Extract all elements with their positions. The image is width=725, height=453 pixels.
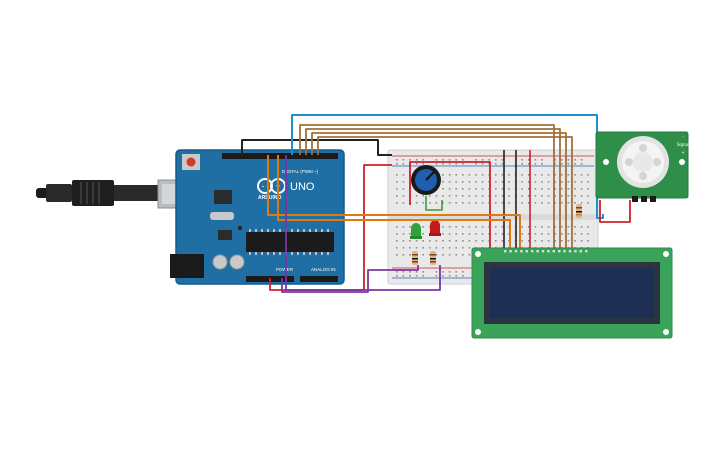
wire-lcd-d4[interactable] xyxy=(317,136,573,248)
potentiometer[interactable] xyxy=(411,165,441,195)
analog-pins-label: ANALOG IN xyxy=(311,267,336,272)
red-led[interactable] xyxy=(429,220,441,236)
wire-lcd-rs[interactable] xyxy=(267,155,521,248)
wire-pot-vcc[interactable] xyxy=(409,161,491,290)
wire-led-green[interactable] xyxy=(281,265,419,293)
power-jack[interactable] xyxy=(170,254,204,278)
pir-sensor[interactable]: - Signal + xyxy=(595,131,689,202)
resistor-2[interactable] xyxy=(430,251,436,265)
wires xyxy=(241,114,631,293)
wire-led-red[interactable] xyxy=(285,155,441,291)
lcd-screen xyxy=(490,268,654,318)
wire-lcd-en[interactable] xyxy=(277,155,511,248)
digital-pins-label: DIGITAL (PWM ~) xyxy=(282,169,319,174)
power-pins-label: POWER xyxy=(276,267,294,272)
brand-label: ARDUINO xyxy=(258,195,281,201)
arduino-uno-board[interactable]: - + UNO ARDUINO DIGITAL (PWM ~) POWER AN… xyxy=(170,149,345,285)
digital-header[interactable] xyxy=(222,153,338,159)
wire-lcd-d7[interactable] xyxy=(299,124,555,248)
wire-lcd-d6[interactable] xyxy=(305,128,561,248)
pir-pin-vcc-label: + xyxy=(681,150,684,155)
pir-pin-gnd-label: - xyxy=(682,134,684,139)
green-led[interactable] xyxy=(410,223,422,239)
svg-text:-: - xyxy=(262,182,265,191)
resistor-1[interactable] xyxy=(412,251,418,265)
wire-lcd-d5[interactable] xyxy=(311,132,567,248)
pir-pin-signal-label: Signal xyxy=(677,142,689,147)
wire-pir-vcc[interactable] xyxy=(599,200,631,223)
wire-gnd-top[interactable] xyxy=(241,139,392,156)
model-label: UNO xyxy=(290,181,315,193)
lcd-display[interactable] xyxy=(471,247,673,339)
atmega-chip xyxy=(246,232,334,252)
resistor-3[interactable] xyxy=(576,204,582,218)
analog-header[interactable] xyxy=(300,276,338,282)
wire-pot-wiper[interactable] xyxy=(425,196,443,211)
